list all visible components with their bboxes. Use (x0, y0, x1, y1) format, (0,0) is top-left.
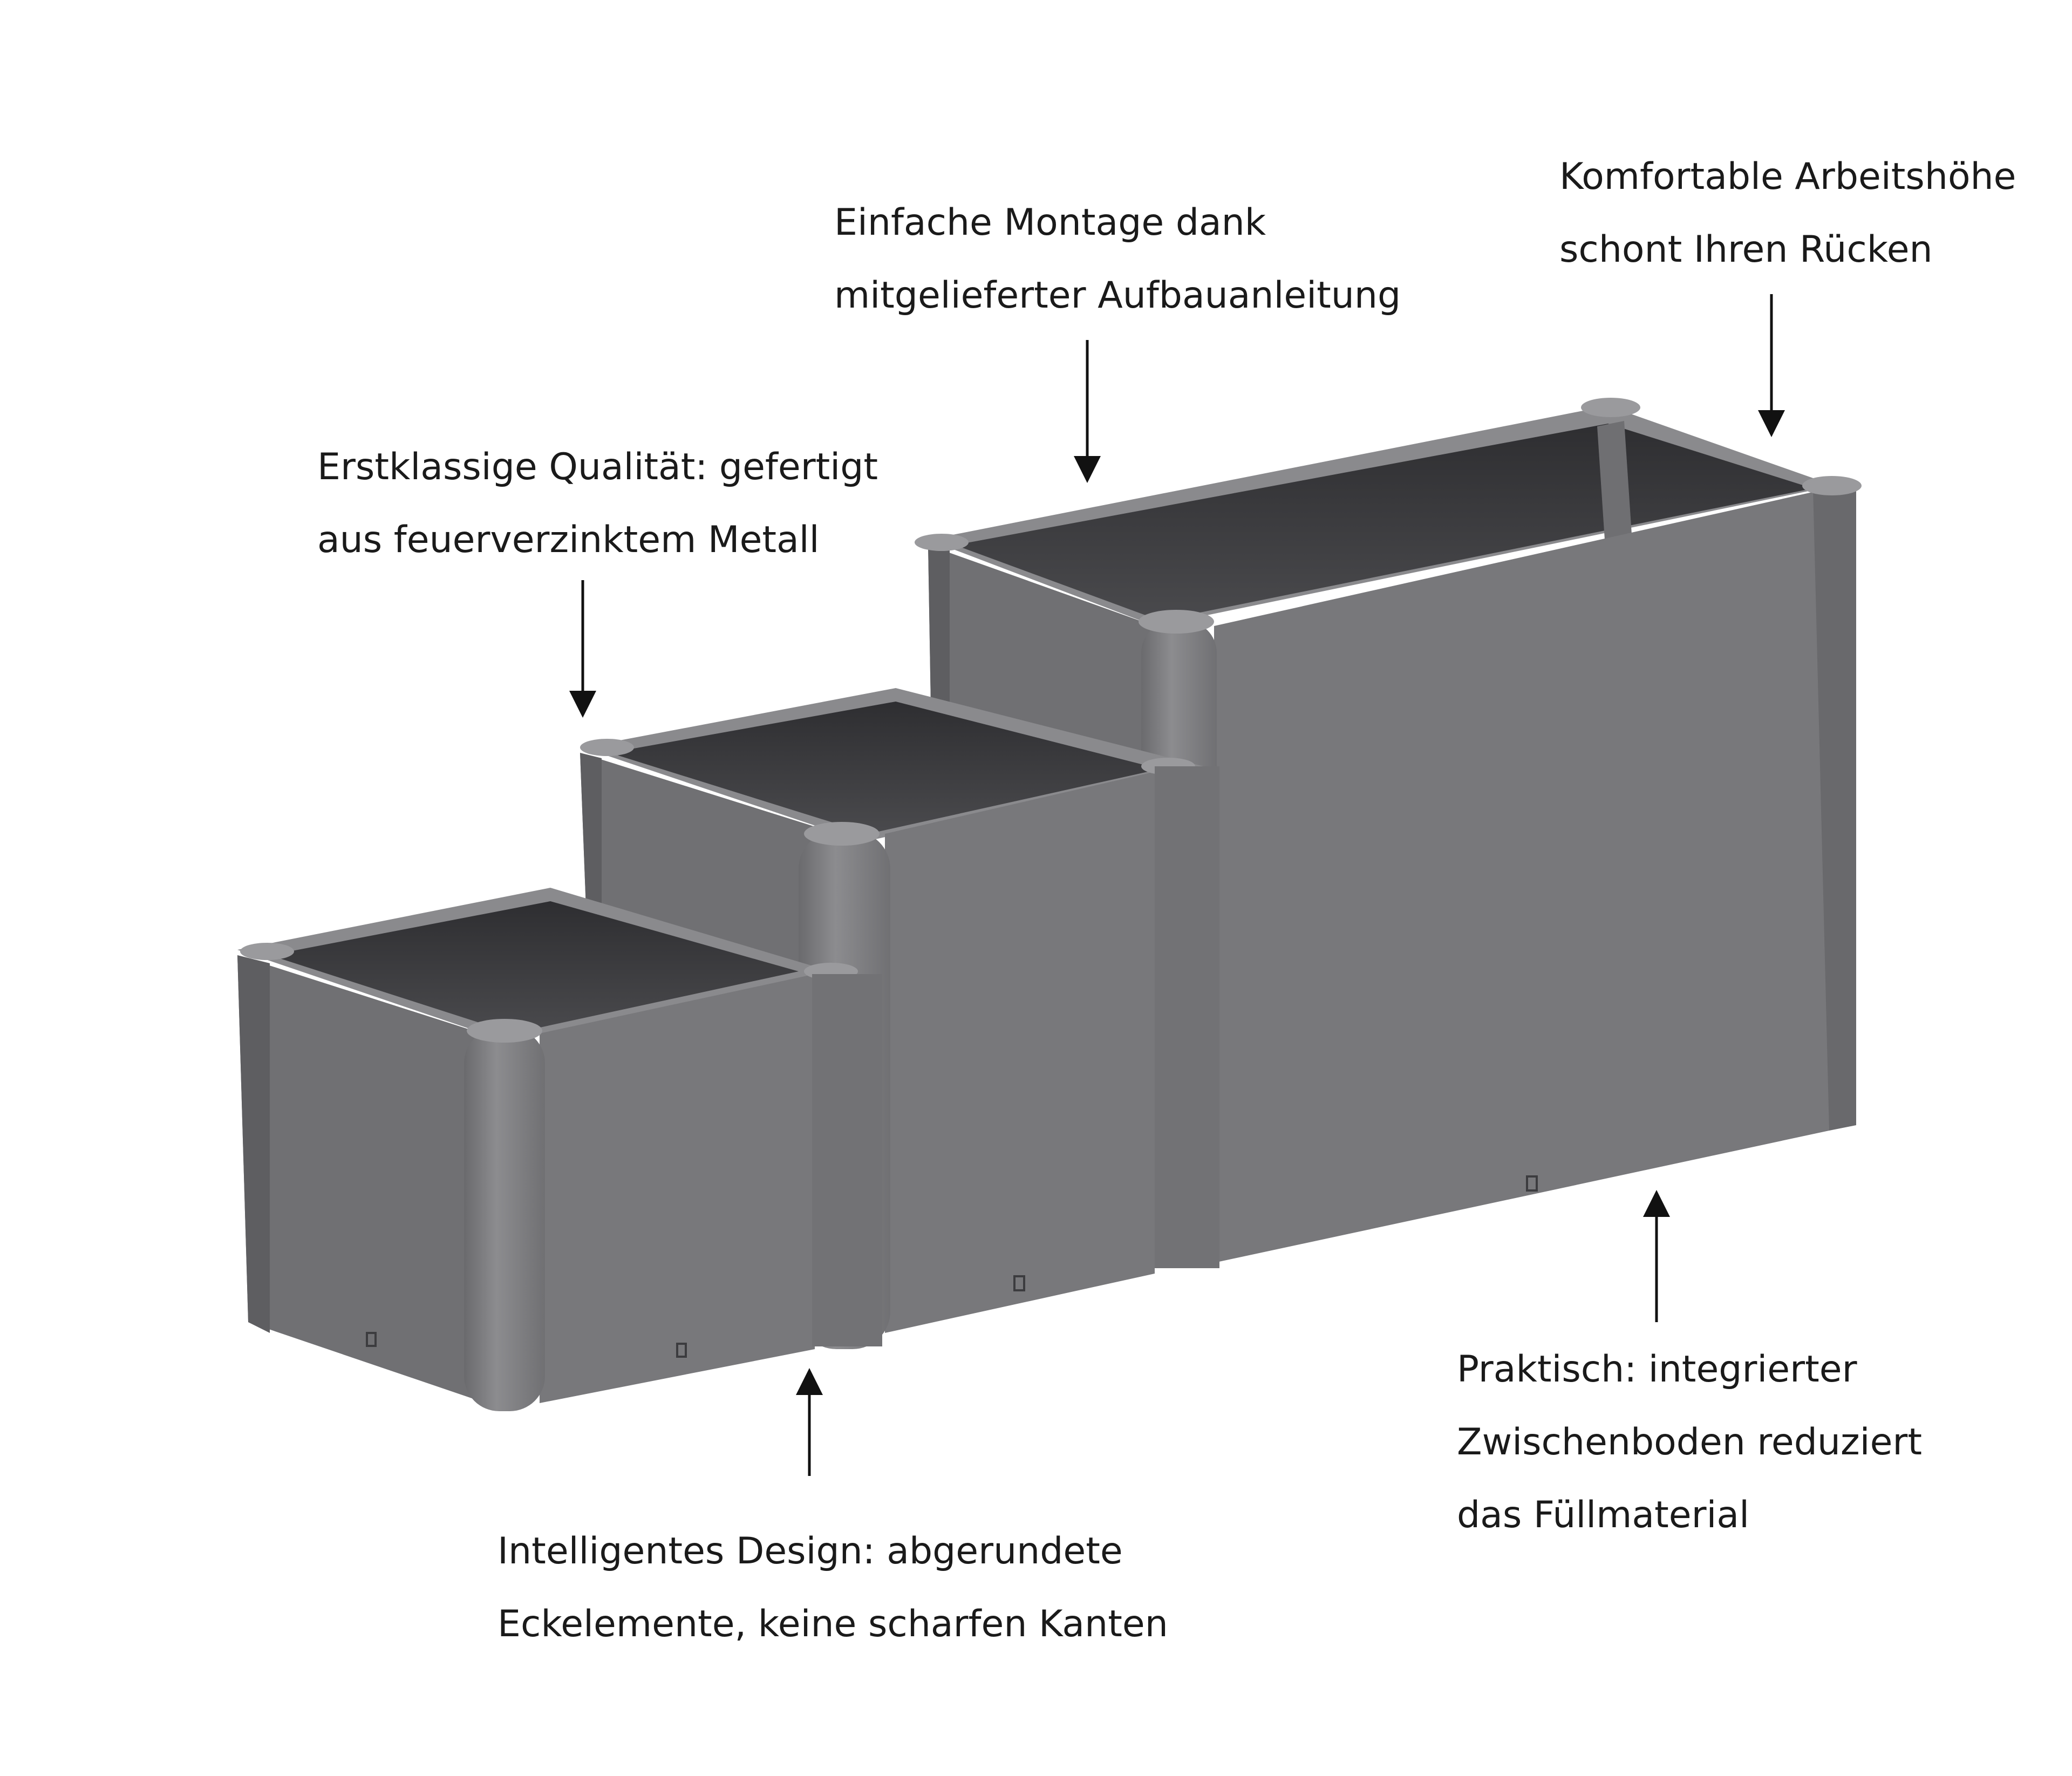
callout-assembly-line2: mitgelieferter Aufbauanleitung (834, 274, 1401, 317)
callout-floor-line2: Zwischenboden reduziert (1457, 1421, 1923, 1464)
tier-low-left-wall (237, 955, 507, 1408)
callout-assembly: Einfache Montage dank mitgelieferter Auf… (834, 186, 1401, 332)
callout-height-line1: Komfortable Arbeitshöhe (1559, 155, 2016, 198)
callout-design: Intelligentes Design: abgerundete Eckele… (497, 1515, 1168, 1661)
tier-low-corner-post (464, 1028, 545, 1411)
callout-quality-line2: aus feuerverzinktem Metall (317, 519, 820, 561)
tier-low-front-wall (540, 974, 815, 1403)
callout-quality-line1: Erstklassige Qualität: gefertigt (317, 446, 878, 488)
callout-floor-line1: Praktisch: integrierter (1457, 1348, 1857, 1391)
callout-arrows (569, 294, 1785, 1476)
callout-floor: Praktisch: integrierter Zwischenboden re… (1457, 1333, 1922, 1552)
tier-low (237, 766, 1219, 1411)
callout-assembly-line1: Einfache Montage dank (834, 201, 1266, 244)
callout-height-line2: schont Ihren Rücken (1559, 228, 1933, 271)
tier-high-front-wall (1214, 488, 1829, 1263)
callout-design-line1: Intelligentes Design: abgerundete (497, 1530, 1123, 1573)
callout-height: Komfortable Arbeitshöhe schont Ihren Rüc… (1559, 140, 2016, 286)
callout-design-line2: Eckelemente, keine scharfen Kanten (497, 1603, 1168, 1645)
tier-mid-front-wall (885, 772, 1155, 1333)
callout-quality: Erstklassige Qualität: gefertigt aus feu… (317, 431, 878, 576)
callout-floor-line3: das Füllmaterial (1457, 1494, 1749, 1536)
